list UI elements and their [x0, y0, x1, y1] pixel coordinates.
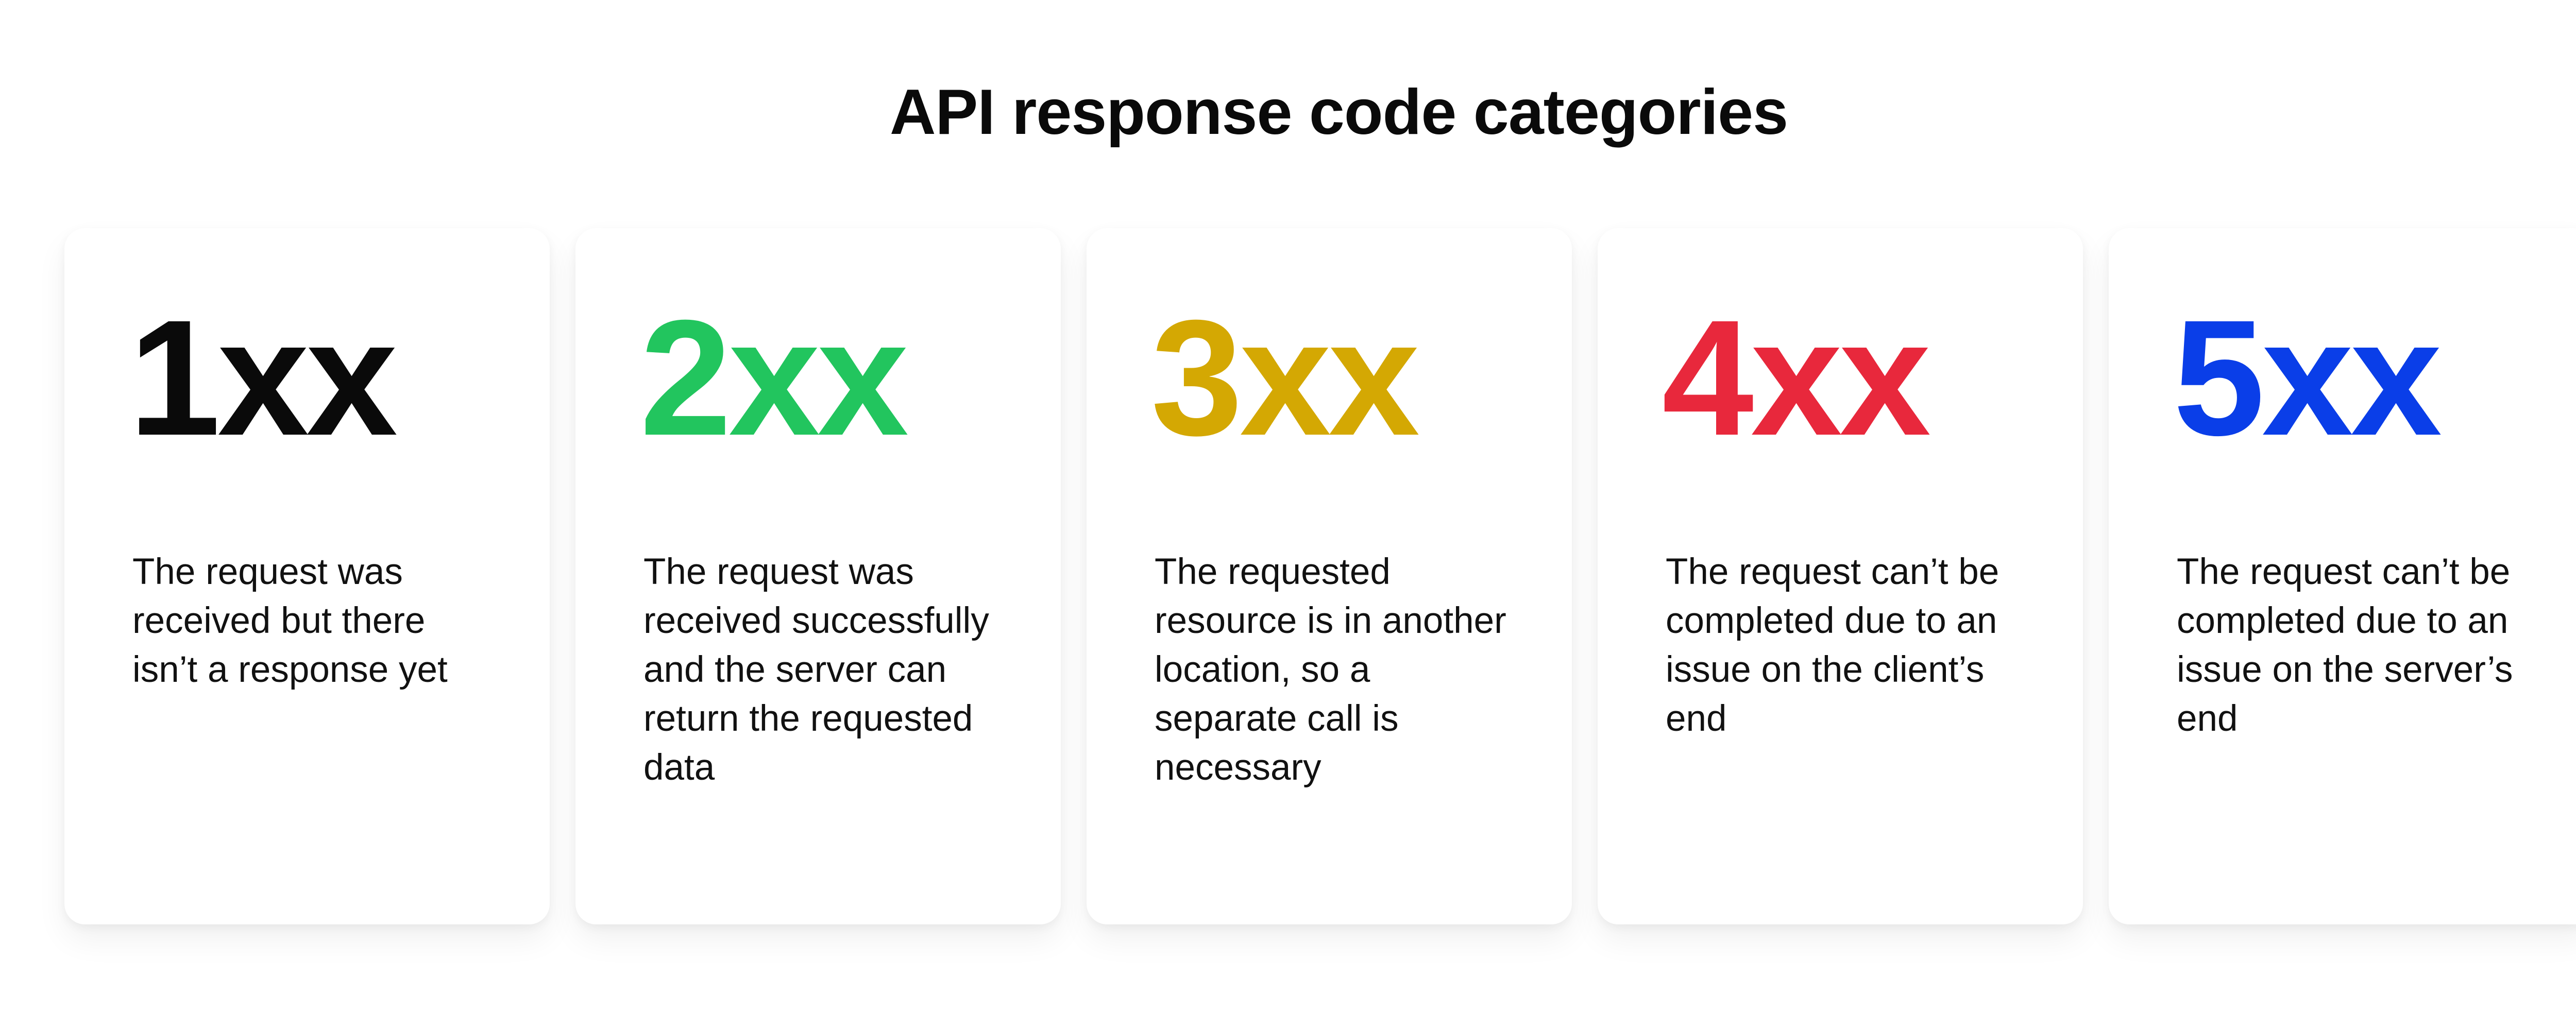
status-code-1xx: 1xx — [129, 285, 398, 470]
description-3xx: The requested resource is in another loc… — [1155, 552, 1506, 788]
status-code-4xx: 4xx — [1662, 285, 1931, 470]
category-cards: 1xx The request was received but there i… — [64, 228, 2576, 924]
status-code-5xx: 5xx — [2173, 285, 2442, 470]
description-2xx: The request was received successfully an… — [643, 552, 989, 788]
description-4xx: The request can’t be completed due to an… — [1666, 552, 1999, 739]
card-3xx: 3xx The requested resource is in another… — [1087, 228, 1572, 924]
status-code-2xx: 2xx — [640, 285, 909, 470]
page-title: API response code categories — [889, 77, 1788, 148]
card-1xx: 1xx The request was received but there i… — [64, 228, 550, 924]
card-2xx: 2xx The request was received successfull… — [575, 228, 1061, 924]
status-code-3xx: 3xx — [1151, 285, 1420, 470]
card-4xx: 4xx The request can’t be completed due t… — [1598, 228, 2083, 924]
description-1xx: The request was received but there isn’t… — [132, 552, 448, 690]
card-5xx: 5xx The request can’t be completed due t… — [2109, 228, 2576, 924]
description-5xx: The request can’t be completed due to an… — [2177, 552, 2513, 739]
